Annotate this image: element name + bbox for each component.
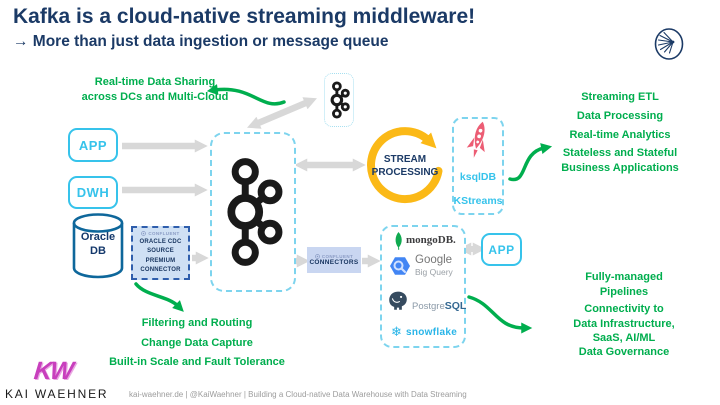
confluent-logo-icon [141, 231, 147, 236]
connectors-label: CONNECTORS [309, 259, 359, 266]
annotation-realtime-analytics: Real-time Analytics [569, 129, 671, 141]
mongodb-label: mongoDB. [406, 234, 456, 246]
postgresql-label: PostgreSQL [412, 296, 466, 314]
oracle-cdc-label: ORACLE CDC SOURCE PREMIUM CONNECTOR [139, 238, 182, 273]
postgresql-label-blue: SQL [444, 300, 467, 312]
ksqldb-label: ksqlDB [459, 171, 497, 183]
kai-waehner-wordmark: KAI WAEHNER [5, 387, 109, 401]
annotation-data-governance: Data Governance [578, 346, 670, 358]
footer-credit: kai-waehner.de | @KaiWaehner | Building … [129, 390, 467, 399]
mongodb-leaf-icon [395, 232, 402, 250]
google-label: Google [415, 254, 453, 266]
node-app-source: APP [68, 128, 118, 162]
bigquery-hexagon-icon [390, 257, 410, 275]
streaming-burst-logo-icon [654, 28, 684, 60]
postgresql-label-gray: Postgre [412, 301, 445, 312]
node-oracle-cdc-connector: CONFLUENT ORACLE CDC SOURCE PREMIUM CONN… [131, 226, 190, 280]
node-app-source-label: APP [78, 137, 108, 153]
snowflake-label: snowflake [406, 327, 458, 338]
node-confluent-connectors: CONFLUENT CONNECTORS [307, 247, 361, 273]
database-cylinder-icon [72, 213, 124, 279]
kafka-replica-logo-icon [330, 81, 350, 119]
postgres-elephant-icon [389, 291, 407, 310]
node-dwh-label: DWH [76, 185, 110, 200]
node-app-consumer: APP [481, 233, 522, 266]
annotation-data-processing: Data Processing [576, 110, 664, 122]
kafka-logo-icon [227, 158, 283, 266]
confluent-logo-icon-2 [314, 254, 320, 259]
node-oracle-db [72, 213, 124, 279]
node-dwh: DWH [68, 176, 118, 209]
rocket-icon [466, 121, 485, 158]
arrow-green-cdc-benefits [134, 282, 184, 312]
confluent-vendor-row-2: CONFLUENT [314, 254, 354, 259]
page-subtitle: → More than just data ingestion or messa… [13, 33, 389, 50]
arrow-green-stream-benefits [508, 143, 553, 182]
annotation-managed-pipelines: Fully-managed Pipelines [585, 271, 663, 298]
page-title: Kafka is a cloud-native streaming middle… [13, 5, 476, 28]
annotation-data-sharing: Real-time Data Sharing across DCs and Mu… [81, 76, 229, 103]
kstreams-label: KStreams [453, 195, 503, 207]
annotation-scale-fault-tolerance: Built-in Scale and Fault Tolerance [109, 356, 285, 368]
snowflake-icon: ❄ [391, 324, 402, 339]
confluent-vendor-row: CONFLUENT [141, 231, 179, 236]
kw-logo: KW [32, 357, 74, 385]
bigquery-label: Big Query [415, 267, 453, 277]
sinks-box [380, 225, 466, 348]
stream-processing-label: STREAM PROCESSING [371, 154, 439, 178]
annotation-change-data-capture: Change Data Capture [141, 337, 253, 349]
annotation-filtering-routing: Filtering and Routing [141, 317, 253, 329]
confluent-vendor-label: CONFLUENT [148, 230, 180, 236]
annotation-business-apps: Stateless and Stateful Business Applicat… [561, 147, 679, 174]
arrow-green-data-sharing [206, 84, 286, 106]
annotation-connectivity: Connectivity to Data Infrastructure, Saa… [573, 303, 675, 345]
annotation-streaming-etl: Streaming ETL [581, 91, 659, 103]
confluent-vendor-label-2: CONFLUENT [321, 254, 354, 259]
stream-processing-cycle-arrow [367, 127, 443, 204]
arrow-green-connector-benefits [467, 295, 533, 334]
node-oracle-db-label: Oracle DB [80, 231, 116, 257]
arrow-kafka-replication [247, 97, 317, 129]
node-app-consumer-label: APP [488, 242, 515, 257]
